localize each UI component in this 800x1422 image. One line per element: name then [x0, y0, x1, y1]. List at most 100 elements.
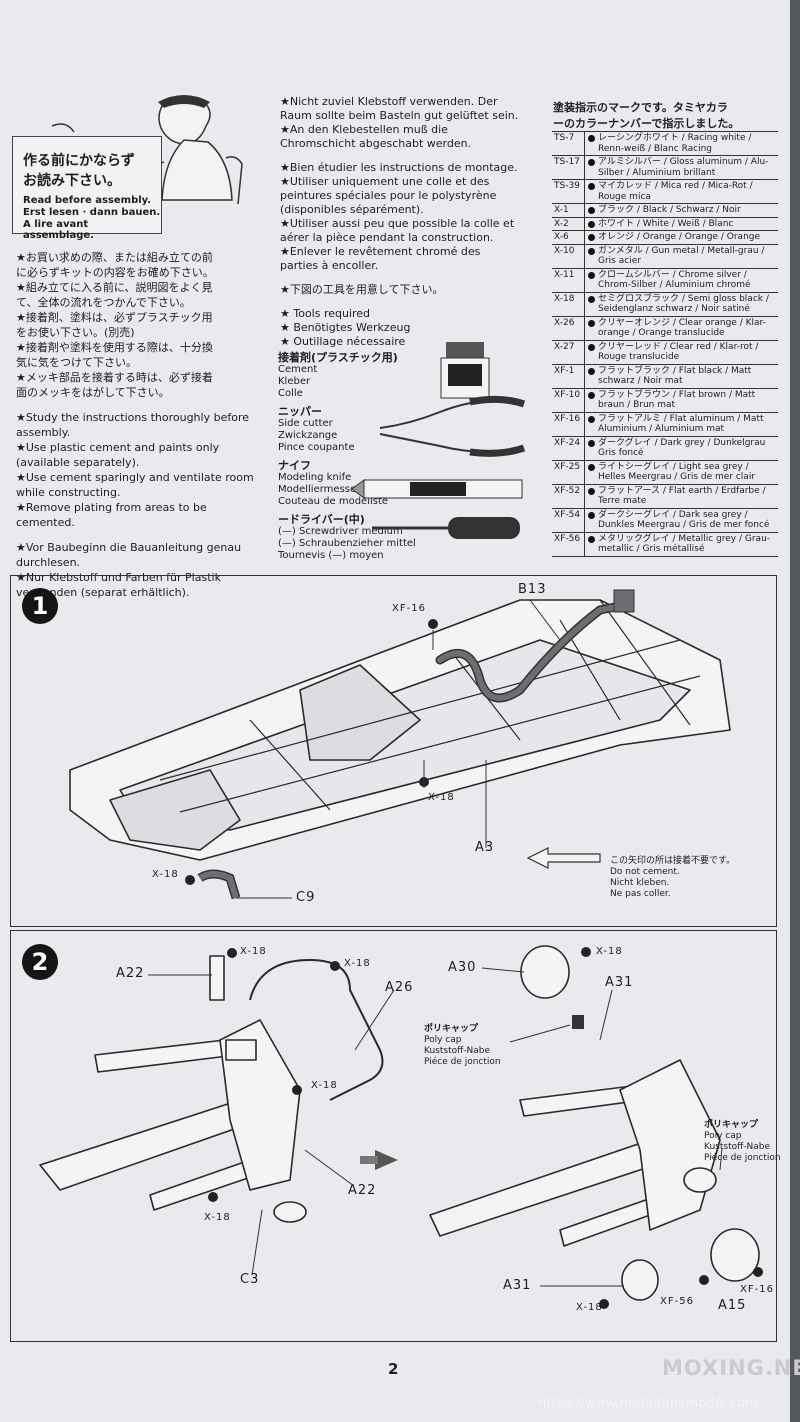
screwdriver-heading: ードライバー(中): [278, 513, 365, 526]
color-row: X-10 ガンメタル / Gun metal / Metall-grau / Gr…: [552, 244, 778, 269]
paint-dot-icon: [588, 295, 595, 303]
color-name: マイカレッド / Mica red / Mica-Rot / Rouge mic…: [598, 181, 753, 202]
jp-instruction-5b: 面のメッキをはがして下さい。: [16, 386, 170, 399]
general-instructions-middle: ★Nicht zuviel Klebstoff verwenden. Der R…: [280, 95, 520, 349]
fr-instruction-1: ★Bien étudier les instructions de montag…: [280, 161, 518, 174]
jp-instruction-3b: をお使い下さい。(別売): [16, 326, 135, 339]
knife-heading: ナイフ: [278, 459, 311, 472]
fr-instruction-2: ★Utiliser uniquement une colle et des pe…: [280, 175, 497, 216]
de-instruction-4: ★An den Klebestellen muß die Chromschich…: [280, 123, 472, 150]
color-code: XF-25: [552, 460, 585, 484]
color-name: レーシングホワイト / Racing white / Renn-weiß / B…: [598, 133, 752, 154]
assembly-step-2: [10, 930, 777, 1342]
color-name: ダークグレイ / Dark grey / Dunkelgrau Gris fon…: [598, 437, 766, 459]
color-code: X-1: [552, 204, 585, 217]
paint-dot-icon: [588, 391, 595, 399]
color-row: TS-7 レーシングホワイト / Racing white / Renn-weiß…: [552, 132, 778, 156]
paint-x18-label-1: X-18: [428, 792, 455, 803]
cutter-en: Side cutter: [278, 418, 333, 429]
color-code: X-10: [552, 244, 585, 268]
screwdriver-fr: Tournevis (—) moyen: [278, 550, 384, 561]
color-name: セミグロスブラック / Semi gloss black / Seidengla…: [598, 293, 769, 315]
sign-japanese-line-2: お読み下さい。: [23, 173, 121, 189]
color-name: ホワイト / White / Weiß / Blanc: [598, 218, 734, 229]
color-row: XF-56 メタリックグレイ / Metallic grey / Grau-met…: [552, 532, 778, 557]
paint-dot-icon: [588, 487, 595, 495]
part-a15-label: A15: [718, 1298, 747, 1313]
no-cement-de: Nicht kleben.: [610, 878, 670, 888]
page-edge-shadow: [790, 0, 800, 1422]
paint-dot-icon: [588, 207, 595, 214]
color-row: X-18 セミグロスブラック / Semi gloss black / Seide…: [552, 292, 778, 317]
color-code: XF-56: [552, 532, 585, 556]
color-chart-title-line-2: ーのカラーナンバーで指示しました。: [553, 117, 740, 130]
color-name: クリヤーレッド / Clear red / Klar-rot / Rouge t…: [598, 341, 759, 363]
color-code: XF-52: [552, 484, 585, 508]
paint-dot-icon: [588, 367, 595, 375]
color-code: XF-10: [552, 388, 585, 412]
color-name: フラットブラック / Flat black / Matt schwarz / N…: [598, 365, 752, 387]
jp-instruction-4: ★接着剤や塗料を使用する際は、十分換: [16, 341, 213, 354]
paint-dot-icon: [588, 135, 595, 142]
no-cement-jp: この矢印の所は接着不要です。: [610, 856, 736, 866]
tools-required-en: ★ Tools required: [280, 307, 371, 320]
paint-x18-label-8: X-18: [576, 1302, 603, 1313]
color-name: メタリックグレイ / Metallic grey / Grau-metallic…: [598, 533, 771, 555]
poly-cap-fr-1: Piéce de jonction: [424, 1057, 501, 1067]
source-url: https://www.metaltankmodel.com: [538, 1396, 758, 1411]
part-a26-label: A26: [385, 980, 414, 995]
tools-required-jp: ★下図の工具を用意して下さい。: [280, 283, 444, 296]
cement-fr: Colle: [278, 388, 303, 399]
knife-fr: Couteau de modéliste: [278, 496, 389, 507]
paint-dot-icon: [588, 247, 595, 255]
color-chart: TS-7 レーシングホワイト / Racing white / Renn-weiß…: [552, 131, 778, 557]
knife-de: Modelliermesser: [278, 484, 361, 495]
color-chart-title-line-1: 塗装指示のマークです。タミヤカラ: [553, 101, 728, 114]
step-2-badge: 2: [22, 944, 58, 980]
jp-instruction-2: ★組み立てに入る前に、説明図をよく見: [16, 281, 213, 294]
poly-cap-en-1: Poly cap: [424, 1035, 462, 1045]
paint-dot-icon: [588, 234, 595, 241]
page-number: 2: [388, 1360, 399, 1378]
cement-en: Cement: [278, 364, 318, 375]
assembly-step-1: [10, 575, 777, 927]
mascot-illustration: [51, 95, 243, 205]
color-name: ガンメタル / Gun metal / Metall-grau / Gris a…: [598, 245, 765, 267]
jp-instruction-4b: 気に気をつけて下さい。: [16, 356, 137, 369]
jp-instruction-1: ★お買い求めの際、または組み立ての前: [16, 251, 213, 264]
paint-dot-icon: [588, 220, 595, 228]
color-code: TS-7: [552, 132, 585, 155]
color-name: アルミシルバー / Gloss aluminum / Alu-Silber / …: [598, 157, 769, 178]
color-row: XF-1 フラットブラック / Flat black / Matt schwarz…: [552, 364, 778, 389]
part-a31-label-1: A31: [605, 975, 634, 990]
poly-cap-fr-2: Piéce de jonction: [704, 1153, 781, 1163]
part-a31-label-2: A31: [503, 1278, 532, 1293]
site-watermark: MOXING.NET: [662, 1356, 800, 1380]
color-code: X-2: [552, 217, 585, 230]
paint-x18-label-5: X-18: [311, 1080, 338, 1091]
color-name: フラットブラウン / Flat brown / Matt braun / Bru…: [598, 389, 756, 411]
tools-required-fr: ★ Outillage nécessaire: [280, 335, 406, 348]
color-code: TS-17: [552, 156, 585, 179]
poly-cap-jp-2: ポリキャップ: [704, 1120, 759, 1130]
color-code: XF-1: [552, 364, 585, 388]
paint-x18-label-2: X-18: [152, 869, 179, 880]
de-instruction-3: ★Nicht zuviel Klebstoff verwenden. Der R…: [280, 95, 519, 122]
jp-instruction-3: ★接着剤、塗料は、必ずプラスチック用: [16, 311, 213, 324]
color-chart-title: 塗装指示のマークです。タミヤカラ ーのカラーナンバーで指示しました。: [553, 100, 785, 132]
en-instruction-1: ★Study the instructions thoroughly befor…: [16, 411, 249, 439]
sign-japanese-line-1: 作る前にかならず: [23, 153, 135, 169]
de-instruction-2: ★Nur Klebstoff und Farben für Plastik ve…: [16, 571, 221, 599]
en-instruction-2: ★Use plastic cement and paints only (ava…: [16, 441, 220, 469]
color-row: XF-10 フラットブラウン / Flat brown / Matt braun …: [552, 388, 778, 413]
part-a22-label-2: A22: [348, 1183, 377, 1198]
poly-cap-de-1: Kuststoff-Nabe: [424, 1046, 491, 1056]
color-code: X-18: [552, 292, 585, 316]
color-name: ライトシーグレイ / Light sea grey / Helles Meerg…: [598, 461, 756, 483]
part-a3-label: A3: [475, 840, 495, 855]
